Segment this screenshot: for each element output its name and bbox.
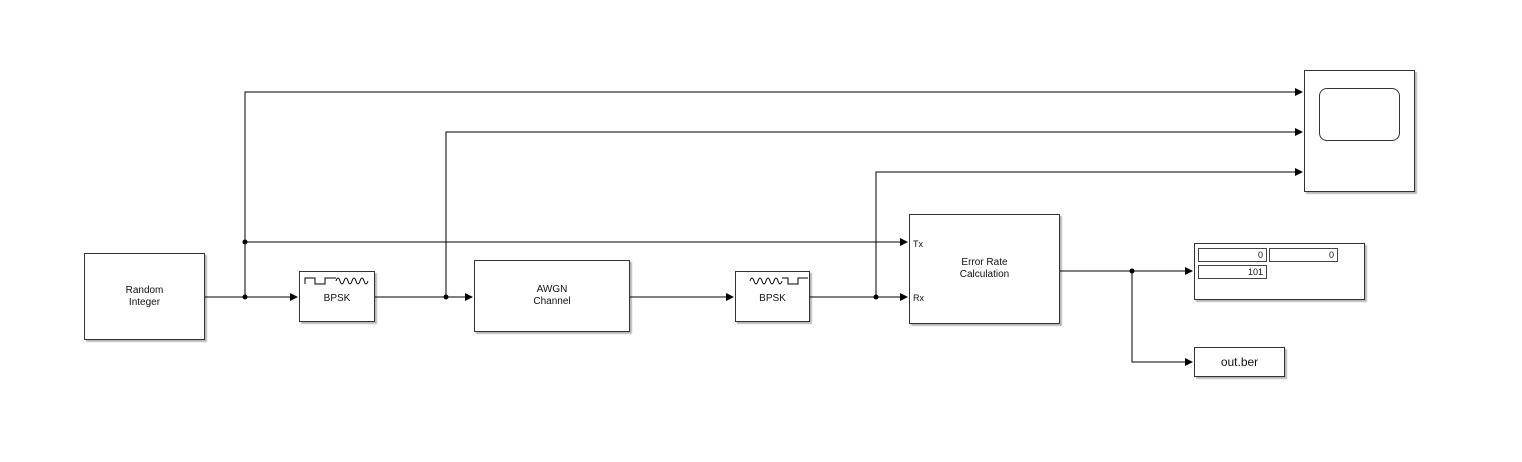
awgn-channel-block[interactable]: AWGN Channel [474, 260, 630, 332]
junction-dot [443, 294, 449, 300]
bpsk-modulator-block[interactable]: BPSK [299, 271, 375, 322]
display-value-num-errors: 0 [1269, 248, 1338, 262]
display-value-error-rate: 0 [1198, 248, 1267, 262]
scope-screen-icon [1319, 88, 1400, 141]
to-workspace-block[interactable]: out.ber [1194, 347, 1285, 377]
tx-port-label: Tx [913, 239, 923, 249]
junction-dot [1129, 268, 1135, 274]
error-rate-calculation-block[interactable]: Error Rate Calculation Tx Rx [909, 214, 1060, 324]
error-rate-label: Error Rate Calculation [959, 257, 1010, 280]
line-branch-scope3[interactable] [875, 168, 1303, 297]
junction-dot [242, 294, 248, 300]
junction-dot [873, 294, 879, 300]
display-block[interactable]: 0 0 101 [1194, 243, 1365, 300]
bpsk-demodulator-block[interactable]: BPSK [735, 271, 810, 322]
line-branch-workspace[interactable] [1131, 271, 1193, 366]
demodulation-waveform-icon [749, 277, 808, 285]
random-integer-block[interactable]: Random Integer [84, 253, 205, 340]
display-value-num-symbols: 101 [1198, 265, 1267, 279]
line-branch-scope2[interactable] [445, 128, 1303, 297]
random-integer-label: Random Integer [125, 284, 164, 308]
bpsk-modulator-label: BPSK [323, 293, 351, 304]
awgn-channel-label: AWGN Channel [533, 284, 571, 307]
rx-port-label: Rx [913, 293, 924, 303]
line-branch-scope1[interactable] [244, 88, 1303, 297]
modulation-waveform-icon [304, 277, 369, 285]
bpsk-demodulator-label: BPSK [759, 293, 786, 304]
scope-block[interactable] [1304, 70, 1415, 192]
to-workspace-label: out.ber [1220, 355, 1259, 369]
junction-dot [242, 239, 248, 245]
